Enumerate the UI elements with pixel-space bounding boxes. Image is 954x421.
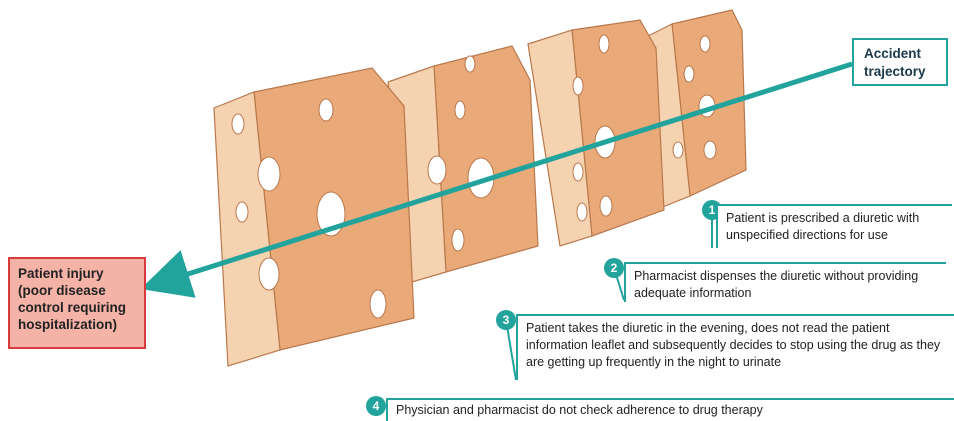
accident-trajectory-label: Accident trajectory [852, 38, 948, 86]
step-3-badge: 3 [496, 310, 516, 330]
cheese-slice-3 [528, 20, 664, 246]
patient-injury-detail: (poor disease control requiring hospital… [18, 282, 136, 333]
cheese-slice-1 [214, 68, 414, 366]
step-2-badge: 2 [604, 258, 624, 278]
step-4-note: Physician and pharmacist do not check ad… [386, 398, 954, 421]
patient-injury-title: Patient injury [18, 265, 136, 282]
step-3-note: Patient takes the diuretic in the evenin… [516, 314, 954, 380]
patient-injury-box: Patient injury (poor disease control req… [8, 257, 146, 349]
step-4-badge: 4 [366, 396, 386, 416]
step-1-note: Patient is prescribed a diuretic with un… [716, 204, 952, 248]
step-2-note: Pharmacist dispenses the diuretic withou… [624, 262, 946, 302]
